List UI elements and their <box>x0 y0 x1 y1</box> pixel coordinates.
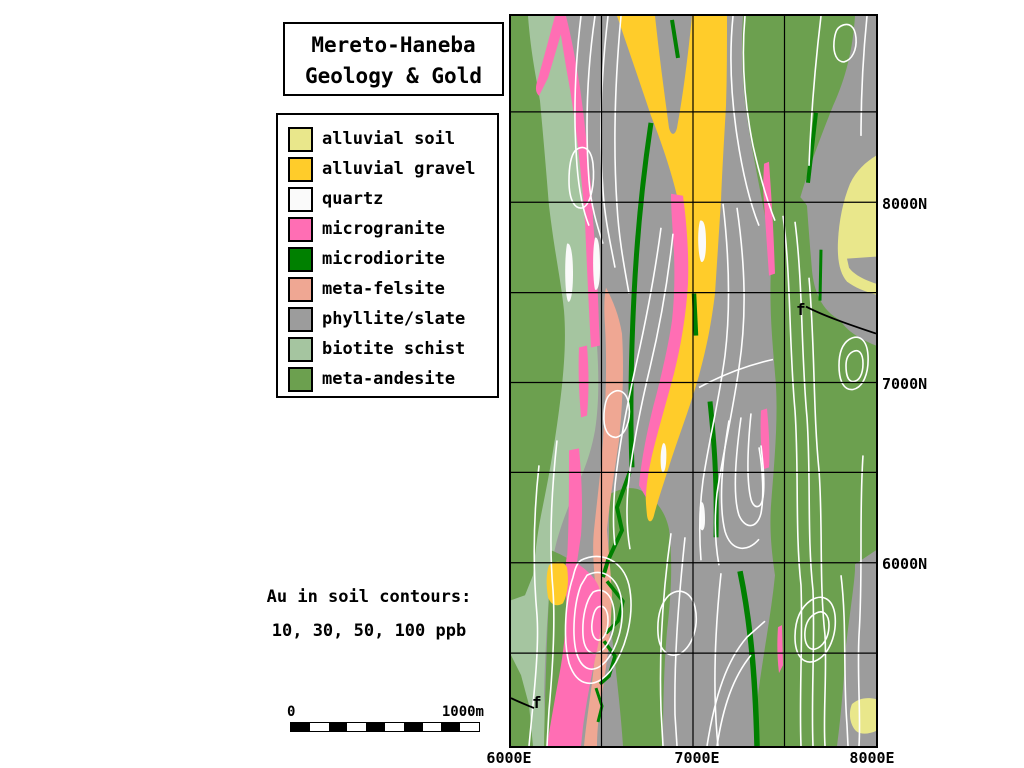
scalebar-segment <box>366 723 385 731</box>
legend-label: phyllite/slate <box>322 309 466 329</box>
geology-svg <box>511 16 876 746</box>
scalebar-zero-label: 0 <box>287 704 296 720</box>
scalebar-segment <box>422 723 442 731</box>
legend-item-microgranite: microgranite <box>288 214 497 244</box>
legend-label: microdiorite <box>322 249 445 269</box>
scalebar-segment <box>309 723 329 731</box>
legend-item-meta-andesite: meta-andesite <box>288 364 497 394</box>
scalebar-distance-label: 1000m <box>441 704 484 720</box>
legend-label: alluvial soil <box>322 129 456 149</box>
legend-swatch <box>288 366 313 392</box>
au-contours-note: Au in soil contours: 10, 30, 50, 100 ppb <box>267 580 472 648</box>
northing-label-8000n: 8000N <box>882 195 928 213</box>
legend-label: alluvial gravel <box>322 159 476 179</box>
fault-label-east: f <box>796 300 806 319</box>
legend-swatch <box>288 156 313 182</box>
geology-legend: alluvial soil alluvial gravel quartz mic… <box>276 113 499 398</box>
easting-label-7000e: 7000E <box>674 749 720 767</box>
legend-item-phyllite-slate: phyllite/slate <box>288 304 497 334</box>
grid-lines <box>511 16 876 746</box>
legend-item-quartz: quartz <box>288 184 497 214</box>
legend-label: meta-andesite <box>322 369 456 389</box>
fault-lines <box>511 305 876 709</box>
legend-label: quartz <box>322 189 384 209</box>
legend-item-microdiorite: microdiorite <box>288 244 497 274</box>
legend-swatch <box>288 246 313 272</box>
au-contours-note-line2: 10, 30, 50, 100 ppb <box>271 621 467 641</box>
legend-item-alluvial-soil: alluvial soil <box>288 124 497 154</box>
legend-label: meta-felsite <box>322 279 445 299</box>
scalebar-segment <box>460 723 479 731</box>
legend-swatch <box>288 126 313 152</box>
legend-item-meta-felsite: meta-felsite <box>288 274 497 304</box>
legend-swatch <box>288 276 313 302</box>
scalebar-segment <box>347 723 367 731</box>
map-title-line2: Geology & Gold <box>304 64 482 88</box>
legend-item-alluvial-gravel: alluvial gravel <box>288 154 497 184</box>
au-contours-note-line1: Au in soil contours: <box>266 587 472 607</box>
legend-swatch <box>288 306 313 332</box>
scalebar-segment <box>384 723 404 731</box>
scalebar <box>290 722 480 732</box>
northing-label-7000n: 7000N <box>882 375 928 393</box>
legend-item-biotite-schist: biotite schist <box>288 334 497 364</box>
legend-swatch <box>288 186 313 212</box>
legend-swatch <box>288 216 313 242</box>
legend-label: microgranite <box>322 219 445 239</box>
northing-label-6000n: 6000N <box>882 555 928 573</box>
scalebar-segment <box>403 723 423 731</box>
scalebar-segment <box>291 723 310 731</box>
microdiorite-dikes <box>594 19 823 746</box>
fault-label-southwest: f <box>532 693 542 712</box>
easting-label-6000e: 6000E <box>486 749 532 767</box>
map-title-box: Mereto-Haneba Geology & Gold <box>283 22 504 96</box>
au-soil-contour-lines <box>528 16 869 746</box>
geology-map <box>509 14 878 748</box>
scalebar-segment <box>441 723 461 731</box>
easting-label-8000e: 8000E <box>849 749 895 767</box>
map-title-line1: Mereto-Haneba <box>311 33 476 57</box>
legend-label: biotite schist <box>322 339 466 359</box>
scalebar-segment <box>328 723 348 731</box>
legend-swatch <box>288 336 313 362</box>
